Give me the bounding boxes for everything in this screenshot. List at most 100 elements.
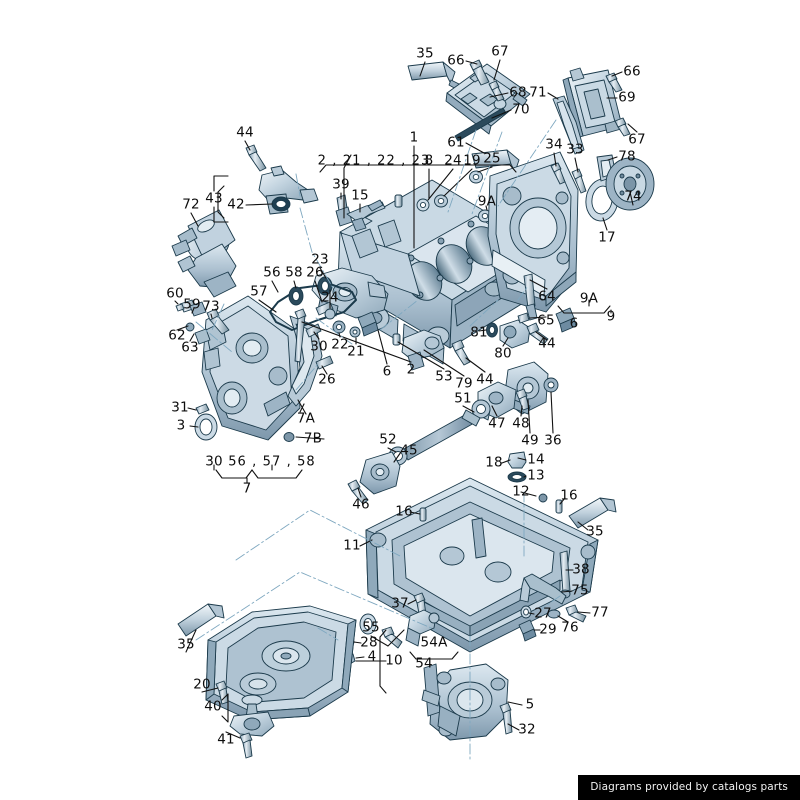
callout-8[interactable]: 8 xyxy=(424,152,434,169)
callout-26[interactable]: 26 xyxy=(318,371,336,388)
callout-48[interactable]: 48 xyxy=(512,415,530,432)
callout-71[interactable]: 71 xyxy=(529,84,547,101)
part-fitting-63 xyxy=(194,328,211,345)
callout-28[interactable]: 28 xyxy=(360,634,378,651)
callout-69[interactable]: 69 xyxy=(618,89,636,106)
callout-37[interactable]: 37 xyxy=(391,595,409,612)
callout-19[interactable]: 19 xyxy=(463,152,481,169)
callout-67[interactable]: 67 xyxy=(491,43,509,60)
callout-73[interactable]: 73 xyxy=(202,298,220,315)
callout-2-21-22-23[interactable]: 2 , 21 , 22 , 23 xyxy=(317,153,431,169)
callout-4[interactable]: 4 xyxy=(367,648,377,665)
callout-17[interactable]: 17 xyxy=(598,229,616,246)
callout-56[interactable]: 56 xyxy=(263,264,281,281)
part-ring-19 xyxy=(434,194,448,208)
callout-15[interactable]: 15 xyxy=(351,187,369,204)
callout-54a[interactable]: 54A xyxy=(420,634,448,651)
callout-2[interactable]: 2 xyxy=(406,361,416,378)
callout-23[interactable]: 23 xyxy=(311,251,329,268)
callout-11[interactable]: 11 xyxy=(343,537,361,554)
callout-29[interactable]: 29 xyxy=(539,621,557,638)
callout-78[interactable]: 78 xyxy=(618,148,636,165)
callout-44[interactable]: 44 xyxy=(476,371,494,388)
callout-58[interactable]: 58 xyxy=(285,264,303,281)
callout-64[interactable]: 64 xyxy=(538,288,556,305)
callout-65[interactable]: 65 xyxy=(537,312,555,329)
callout-46[interactable]: 46 xyxy=(352,496,370,513)
callout-45[interactable]: 45 xyxy=(400,442,418,459)
callout-14[interactable]: 14 xyxy=(527,451,545,468)
callout-51[interactable]: 51 xyxy=(454,390,472,407)
callout-61[interactable]: 61 xyxy=(447,134,465,151)
callout-54[interactable]: 54 xyxy=(415,655,433,672)
callout-34[interactable]: 34 xyxy=(545,136,563,153)
callout-1[interactable]: 1 xyxy=(409,129,419,146)
callout-59[interactable]: 59 xyxy=(183,296,201,313)
callout-6[interactable]: 6 xyxy=(569,315,579,332)
callout-5[interactable]: 5 xyxy=(525,696,535,713)
callout-38[interactable]: 38 xyxy=(572,561,590,578)
callout-72[interactable]: 72 xyxy=(182,196,200,213)
callout-43[interactable]: 43 xyxy=(205,190,223,207)
callout-7a[interactable]: 7A xyxy=(296,410,316,427)
callout-60[interactable]: 60 xyxy=(166,285,184,302)
callout-39[interactable]: 39 xyxy=(332,176,350,193)
callout-40[interactable]: 40 xyxy=(204,698,222,715)
callout-62[interactable]: 62 xyxy=(168,327,186,344)
callout-76[interactable]: 76 xyxy=(561,619,579,636)
callout-66[interactable]: 66 xyxy=(623,63,641,80)
callout-25[interactable]: 25 xyxy=(483,150,501,167)
callout-52[interactable]: 52 xyxy=(379,431,397,448)
callout-80[interactable]: 80 xyxy=(494,345,512,362)
callout-7b[interactable]: 7B xyxy=(303,430,323,447)
callout-70[interactable]: 70 xyxy=(512,101,530,118)
callout-35[interactable]: 35 xyxy=(586,523,604,540)
callout-32[interactable]: 32 xyxy=(518,721,536,738)
callout-30[interactable]: 30 xyxy=(310,338,328,355)
callout-67[interactable]: 67 xyxy=(628,131,646,148)
callout-27[interactable]: 27 xyxy=(534,605,552,622)
callout-66[interactable]: 66 xyxy=(447,52,465,69)
callout-6[interactable]: 6 xyxy=(382,363,392,380)
callout-9[interactable]: 9 xyxy=(606,308,616,325)
callout-3[interactable]: 3 xyxy=(176,417,186,434)
callout-35[interactable]: 35 xyxy=(416,45,434,62)
callout-21[interactable]: 21 xyxy=(347,343,365,360)
callout-22[interactable]: 22 xyxy=(331,336,349,353)
callout-20[interactable]: 20 xyxy=(193,676,211,693)
callout-47[interactable]: 47 xyxy=(488,415,506,432)
callout-16[interactable]: 16 xyxy=(395,503,413,520)
callout-79[interactable]: 79 xyxy=(455,375,473,392)
callout-10[interactable]: 10 xyxy=(385,652,403,669)
callout-56-57-58[interactable]: 56 , 57 , 58 xyxy=(228,454,316,470)
callout-42[interactable]: 42 xyxy=(227,196,245,213)
callout-81[interactable]: 81 xyxy=(470,324,488,341)
callout-55[interactable]: 55 xyxy=(362,619,380,636)
callout-75[interactable]: 75 xyxy=(571,582,589,599)
callout-33[interactable]: 33 xyxy=(566,141,584,158)
callout-24[interactable]: 24 xyxy=(321,289,339,306)
callout-7[interactable]: 7 xyxy=(242,480,252,497)
callout-13[interactable]: 13 xyxy=(527,467,545,484)
callout-9a[interactable]: 9A xyxy=(579,290,599,307)
callout-12[interactable]: 12 xyxy=(512,483,530,500)
callout-44[interactable]: 44 xyxy=(236,124,254,141)
callout-44[interactable]: 44 xyxy=(538,335,556,352)
callout-49[interactable]: 49 xyxy=(521,432,539,449)
callout-74[interactable]: 74 xyxy=(624,188,642,205)
callout-16[interactable]: 16 xyxy=(560,487,578,504)
callout-41[interactable]: 41 xyxy=(217,731,235,748)
callout-30[interactable]: 30 xyxy=(205,453,223,470)
callout-35[interactable]: 35 xyxy=(177,636,195,653)
callout-24[interactable]: 24 xyxy=(444,152,462,169)
callout-53[interactable]: 53 xyxy=(435,368,453,385)
callout-63[interactable]: 63 xyxy=(181,339,199,356)
callout-31[interactable]: 31 xyxy=(171,399,189,416)
callout-26[interactable]: 26 xyxy=(306,264,324,281)
callout-77[interactable]: 77 xyxy=(591,604,609,621)
callout-36[interactable]: 36 xyxy=(544,432,562,449)
callout-68[interactable]: 68 xyxy=(509,84,527,101)
callout-57[interactable]: 57 xyxy=(250,283,268,300)
callout-18[interactable]: 18 xyxy=(485,454,503,471)
callout-9a[interactable]: 9A xyxy=(477,193,497,210)
